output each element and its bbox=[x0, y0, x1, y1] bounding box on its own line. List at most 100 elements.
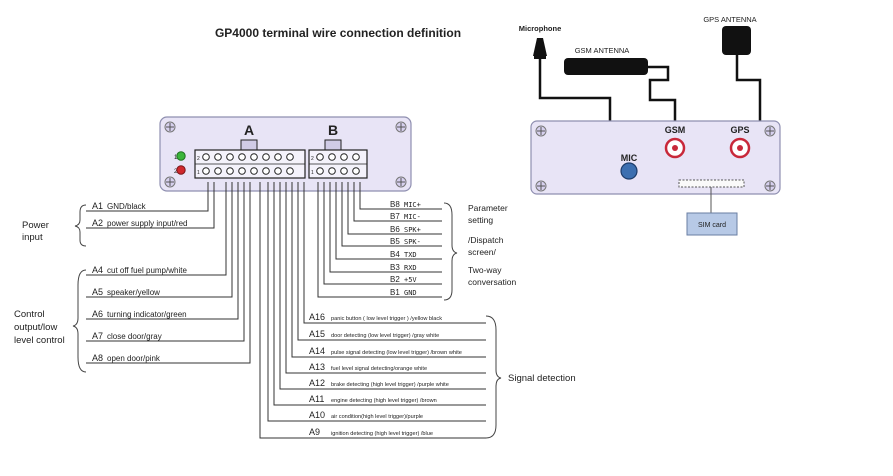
device-box bbox=[530, 120, 781, 195]
pin-row-number: 1 bbox=[311, 170, 314, 176]
sim-slot bbox=[678, 179, 745, 188]
gsm-port-label: GSM bbox=[665, 125, 686, 135]
wire bbox=[86, 182, 239, 320]
control-brace bbox=[72, 269, 87, 373]
connector-b-housing: 2 1 bbox=[308, 139, 368, 179]
wire bbox=[273, 182, 486, 406]
b-pin-description: GND bbox=[404, 289, 417, 297]
a-pin-id: A4 bbox=[92, 265, 103, 275]
b-pin-description: MIC- bbox=[404, 213, 421, 221]
wire bbox=[341, 182, 442, 247]
mic-port-label: MIC bbox=[621, 153, 638, 163]
led-number: 1 bbox=[174, 155, 178, 161]
a-pin-description: power supply input/red bbox=[107, 219, 188, 228]
wire bbox=[86, 182, 215, 229]
wire bbox=[347, 182, 442, 235]
wire bbox=[86, 182, 251, 364]
green-led-icon bbox=[176, 151, 186, 161]
wire bbox=[329, 182, 442, 273]
wire bbox=[259, 182, 486, 439]
b-pin-id: B8 bbox=[390, 200, 400, 209]
pin-row-number: 2 bbox=[311, 156, 314, 162]
connector-a-label: A bbox=[244, 122, 254, 138]
b-pin-id: B4 bbox=[390, 250, 400, 259]
b-pin-id: B5 bbox=[390, 237, 400, 246]
wire bbox=[297, 182, 486, 341]
microphone-label: Microphone bbox=[519, 24, 562, 33]
wire bbox=[86, 182, 233, 298]
wire bbox=[317, 182, 442, 298]
screw-icon bbox=[764, 180, 776, 192]
gsm-antenna-icon bbox=[564, 58, 648, 75]
wire bbox=[291, 182, 486, 358]
screw-icon bbox=[395, 121, 407, 133]
a-pin-description: fuel level signal detecting/orange white bbox=[331, 366, 427, 372]
a-pin-id: A10 bbox=[309, 410, 325, 420]
wire bbox=[303, 182, 486, 324]
b-pin-id: B1 bbox=[390, 288, 400, 297]
b-pin-description: SPK- bbox=[404, 238, 421, 246]
a-pin-description: air condition(high level trigger)/purple bbox=[331, 414, 423, 420]
a-pin-id: A15 bbox=[309, 329, 325, 339]
a-pin-id: A5 bbox=[92, 287, 103, 297]
a-pin-description: panic button ( low level trigger ) /yell… bbox=[331, 316, 442, 322]
a-pin-description: GND/black bbox=[107, 202, 147, 211]
b-pin-description: RXD bbox=[404, 264, 417, 272]
b-pin-id: B3 bbox=[390, 263, 400, 272]
screw-icon bbox=[764, 125, 776, 137]
a-pin-id: A11 bbox=[309, 394, 324, 404]
a-pin-description: brake detecting (high level trigger) /pu… bbox=[331, 382, 449, 388]
screw-icon bbox=[164, 121, 176, 133]
b-pin-description: +5V bbox=[404, 276, 417, 284]
diagram-title: GP4000 terminal wire connection definiti… bbox=[215, 26, 461, 40]
wire bbox=[335, 182, 442, 260]
device-diagram: Microphone GPS ANTENNA GSM ANTENNA MIC G… bbox=[519, 15, 781, 236]
signal-detection-label: Signal detection bbox=[508, 373, 576, 384]
wire bbox=[353, 182, 442, 222]
screw-icon bbox=[535, 125, 547, 137]
a-pin-description: ignition detecting (high level trigger) … bbox=[331, 431, 433, 437]
wire bbox=[323, 182, 442, 285]
gps-antenna-label: GPS ANTENNA bbox=[703, 15, 756, 24]
a-pin-description: cut off fuel pump/white bbox=[107, 266, 187, 275]
a-pin-id: A6 bbox=[92, 309, 103, 319]
wire bbox=[86, 182, 227, 276]
gps-port-label: GPS bbox=[730, 125, 749, 135]
b-pin-id: B7 bbox=[390, 212, 400, 221]
connector-b-pins bbox=[316, 153, 360, 175]
gps-antenna-icon bbox=[722, 26, 751, 55]
parameter-setting-label: Parameter setting /Dispatch screen/ Two-… bbox=[468, 203, 516, 287]
terminal-connector-box: A B 1 2 2 1 bbox=[159, 116, 412, 192]
connector-b-label: B bbox=[328, 122, 338, 138]
screw-icon bbox=[164, 176, 176, 188]
b-pin-description: MIC+ bbox=[404, 201, 421, 209]
led-number: 2 bbox=[174, 169, 178, 175]
wire bbox=[86, 182, 209, 212]
wire bbox=[279, 182, 486, 390]
control-output-label: Control output/low level control bbox=[14, 309, 65, 346]
group-braces bbox=[72, 202, 502, 439]
gsm-port-icon bbox=[664, 137, 686, 159]
signal-brace bbox=[485, 315, 502, 439]
pin-row-number: 2 bbox=[197, 156, 200, 162]
power-input-label: Power input bbox=[22, 220, 52, 243]
a-pin-id: A13 bbox=[309, 362, 325, 372]
b-pin-description: TXD bbox=[404, 251, 417, 259]
power-brace bbox=[74, 204, 87, 247]
a-pin-id: A9 bbox=[309, 427, 320, 437]
a-pin-id: A8 bbox=[92, 353, 103, 363]
pin-row-number: 1 bbox=[197, 170, 200, 176]
wire bbox=[285, 182, 486, 374]
a-pin-id: A1 bbox=[92, 201, 103, 211]
a-pin-description: open door/pink bbox=[107, 354, 161, 363]
sim-card-label: SIM card bbox=[698, 222, 726, 229]
a-pin-description: pulse signal detecting (low level trigge… bbox=[331, 350, 462, 356]
a-pin-description: speaker/yellow bbox=[107, 288, 160, 297]
connector-a-housing: 2 1 bbox=[194, 139, 306, 179]
parameter-brace bbox=[443, 202, 458, 301]
mic-port-icon bbox=[620, 162, 638, 180]
